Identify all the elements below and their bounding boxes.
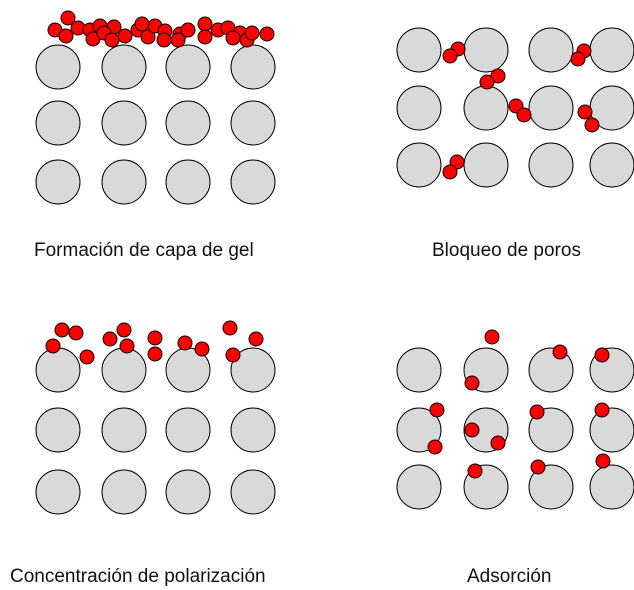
membrane-pore-circle — [396, 142, 442, 188]
foulant-particle — [197, 29, 213, 45]
membrane-pore-circle — [35, 100, 81, 146]
foulant-particle — [570, 51, 586, 67]
membrane-pore-circle — [101, 100, 147, 146]
foulant-particle — [134, 16, 150, 32]
foulant-particle — [170, 32, 186, 48]
membrane-pore-circle — [35, 407, 81, 453]
membrane-pore-circle — [528, 407, 574, 453]
foulant-particle — [197, 16, 213, 32]
foulant-particle — [429, 402, 445, 418]
membrane-pore-circle — [396, 464, 442, 510]
membrane-pore-circle — [396, 85, 442, 131]
membrane-pore-circle — [101, 407, 147, 453]
foulant-particle — [180, 22, 196, 38]
membrane-pore-circle — [35, 44, 81, 90]
foulant-particle — [68, 325, 84, 341]
membrane-pore-circle — [165, 100, 211, 146]
foulant-particle — [248, 331, 264, 347]
membrane-pore-circle — [165, 159, 211, 205]
membrane-pore-circle — [101, 469, 147, 515]
membrane-pore-circle — [35, 347, 81, 393]
foulant-particle — [490, 435, 506, 451]
foulant-particle — [516, 107, 532, 123]
foulant-particle — [177, 335, 193, 351]
membrane-pore-circle — [35, 159, 81, 205]
foulant-particle — [45, 338, 61, 354]
foulant-particle — [119, 338, 135, 354]
membrane-pore-circle — [528, 27, 574, 73]
membrane-pore-circle — [396, 27, 442, 73]
foulant-particle — [584, 117, 600, 133]
foulant-particle — [79, 349, 95, 365]
membrane-pore-circle — [101, 347, 147, 393]
membrane-pore-circle — [230, 159, 276, 205]
foulant-particle — [156, 32, 172, 48]
membrane-pore-circle — [165, 44, 211, 90]
foulant-particle — [147, 330, 163, 346]
foulant-particle — [467, 463, 483, 479]
foulant-particle — [225, 30, 241, 46]
membrane-pore-circle — [230, 44, 276, 90]
membrane-pore-circle — [396, 407, 442, 453]
membrane-pore-circle — [101, 159, 147, 205]
membrane-pore-circle — [463, 85, 509, 131]
foulant-particle — [479, 74, 495, 90]
foulant-particle — [102, 331, 118, 347]
membrane-pore-circle — [230, 469, 276, 515]
foulant-particle — [594, 402, 610, 418]
foulant-particle — [116, 322, 132, 338]
foulant-particle — [595, 453, 611, 469]
foulant-particle — [60, 10, 76, 26]
foulant-particle — [147, 346, 163, 362]
foulant-particle — [54, 322, 70, 338]
membrane-pore-circle — [396, 347, 442, 393]
foulant-particle — [427, 439, 443, 455]
membrane-pore-circle — [165, 407, 211, 453]
foulant-particle — [259, 26, 275, 42]
membrane-pore-circle — [463, 142, 509, 188]
adsorption-label: Adsorción — [467, 566, 552, 587]
adsorption-panel — [396, 329, 634, 510]
foulant-particle — [464, 422, 480, 438]
membrane-pore-circle — [463, 27, 509, 73]
foulant-particle — [529, 404, 545, 420]
pore-blocking-label: Bloqueo de poros — [432, 240, 581, 261]
membrane-pore-circle — [528, 85, 574, 131]
membrane-pore-circle — [589, 27, 634, 73]
foulant-particle — [552, 344, 568, 360]
foulant-particle — [117, 28, 133, 44]
foulant-particle — [594, 347, 610, 363]
foulant-particle — [484, 329, 500, 345]
gel-layer-label: Formación de capa de gel — [34, 240, 254, 261]
foulant-particle — [442, 164, 458, 180]
membrane-pore-circle — [230, 407, 276, 453]
foulant-particle — [58, 28, 74, 44]
foulant-particle — [464, 375, 480, 391]
membrane-pore-circle — [35, 469, 81, 515]
foulant-particle — [244, 25, 260, 41]
foulant-particle — [530, 459, 546, 475]
membrane-pore-circle — [165, 469, 211, 515]
foulant-particle — [104, 32, 120, 48]
foulant-particle — [140, 29, 156, 45]
foulant-particle — [194, 341, 210, 357]
membrane-pore-circle — [589, 464, 634, 510]
foulant-particle — [442, 48, 458, 64]
foulant-particle — [577, 104, 593, 120]
gel-layer-panel — [35, 10, 276, 205]
pore-blocking-panel — [396, 27, 634, 188]
concentration-polarization-label: Concentración de polarización — [10, 566, 266, 587]
concentration-polarization-panel — [35, 320, 276, 515]
foulant-particle — [225, 347, 241, 363]
membrane-pore-circle — [101, 44, 147, 90]
membrane-pore-circle — [589, 142, 634, 188]
membrane-pore-circle — [230, 347, 276, 393]
membrane-pore-circle — [589, 407, 634, 453]
membrane-pore-circle — [528, 142, 574, 188]
membrane-pore-circle — [230, 100, 276, 146]
membrane-pore-circle — [528, 464, 574, 510]
foulant-particle — [222, 320, 238, 336]
